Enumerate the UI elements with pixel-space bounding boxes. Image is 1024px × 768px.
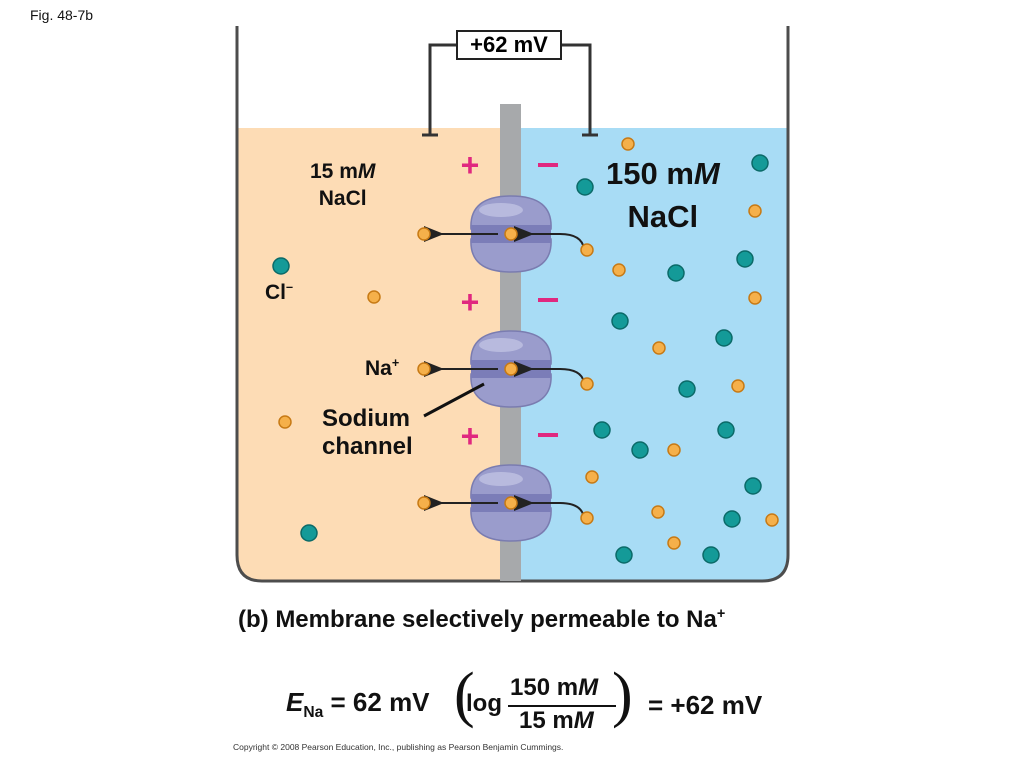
- right-compartment: [521, 128, 788, 581]
- na-ions: [278, 137, 779, 550]
- right-concentration: 150 mM: [606, 156, 720, 191]
- left-concentration: 15 mM: [310, 160, 376, 183]
- cl-ion: [723, 510, 741, 528]
- cl-ion: [717, 421, 735, 439]
- figure-caption: (b) Membrane selectively permeable to Na…: [238, 606, 726, 633]
- na-ion: [731, 379, 745, 393]
- na-ion: [748, 291, 762, 305]
- na-ion: [417, 496, 431, 510]
- na-ion: [367, 290, 381, 304]
- cl-ion: [272, 257, 290, 275]
- na-ion: [621, 137, 635, 151]
- voltmeter-wire-left: [428, 43, 456, 135]
- plus-sign: +: [461, 147, 480, 183]
- na-ion: [652, 341, 666, 355]
- cl-ion: [300, 524, 318, 542]
- right-concentration-label: 150 mM NaCl: [606, 152, 720, 238]
- minus-sign: [538, 433, 558, 437]
- na-ion: [580, 377, 594, 391]
- voltmeter-wire-right: [562, 43, 592, 135]
- copyright-notice: Copyright © 2008 Pearson Education, Inc.…: [233, 742, 564, 752]
- minus-sign: [538, 163, 558, 167]
- cl-ion: [615, 546, 633, 564]
- figure-label: Fig. 48-7b: [30, 7, 94, 23]
- right-salt: NaCl: [627, 199, 699, 234]
- equation-rhs: = +62 mV: [648, 690, 763, 720]
- equation-numerator: 150 mM: [510, 674, 599, 701]
- na-ion: [612, 263, 626, 277]
- na-ion: [504, 362, 518, 376]
- na-ion: [504, 496, 518, 510]
- cl-ion: [576, 178, 594, 196]
- na-ion: [667, 443, 681, 457]
- cl-ion: [751, 154, 769, 172]
- cl-ion: [611, 312, 629, 330]
- na-ion: [651, 505, 665, 519]
- na-ion: [417, 227, 431, 241]
- na-ion: [585, 470, 599, 484]
- cl-ion: [744, 477, 762, 495]
- equation-lhs: ENa = 62 mV: [286, 687, 430, 722]
- cl-ion: [593, 421, 611, 439]
- close-paren: ): [612, 661, 633, 729]
- sodium-label: Na+: [365, 356, 400, 380]
- cl-ion: [702, 546, 720, 564]
- chloride-label: Cl–: [265, 280, 294, 304]
- voltmeter-reading: +62 mV: [470, 32, 548, 57]
- sodium-channel-label: Sodium channel: [322, 405, 413, 460]
- na-ion: [580, 511, 594, 525]
- cl-ion: [631, 441, 649, 459]
- na-ion: [765, 513, 779, 527]
- cl-ions: [272, 154, 769, 564]
- channel-leader-line: [423, 382, 485, 418]
- equation-log: log: [466, 690, 502, 717]
- na-ion: [278, 415, 292, 429]
- plus-sign: +: [461, 418, 480, 454]
- voltmeter: +62 mV: [456, 30, 562, 60]
- fraction-bar: [508, 705, 616, 707]
- na-ion: [504, 227, 518, 241]
- left-concentration-label: 15 mM NaCl: [310, 158, 375, 212]
- minus-sign: [538, 298, 558, 302]
- cl-ion: [667, 264, 685, 282]
- equation-denominator: 15 mM: [519, 707, 594, 734]
- na-ion: [748, 204, 762, 218]
- na-ion: [667, 536, 681, 550]
- cl-ion: [678, 380, 696, 398]
- cl-ion: [715, 329, 733, 347]
- plus-sign: +: [461, 284, 480, 320]
- na-ion: [417, 362, 431, 376]
- cl-ion: [736, 250, 754, 268]
- left-salt: NaCl: [318, 187, 367, 210]
- open-paren: (: [454, 661, 475, 729]
- charge-signs: + + +: [461, 147, 558, 454]
- na-ion: [580, 243, 594, 257]
